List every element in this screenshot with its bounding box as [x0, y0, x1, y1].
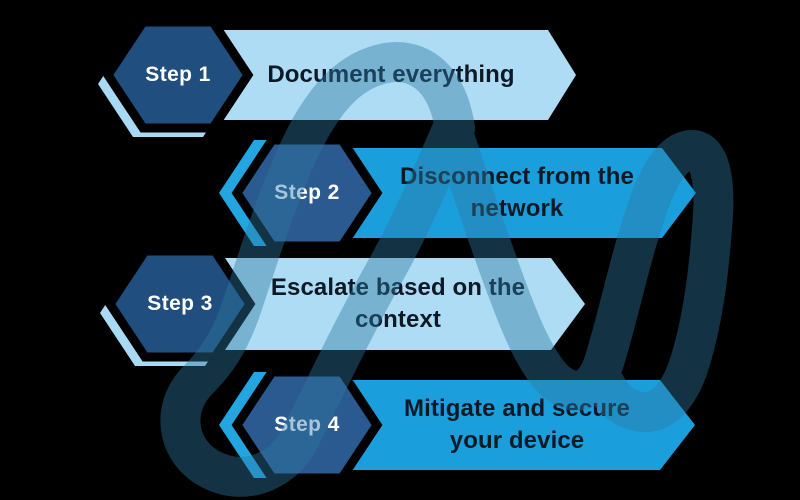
- step-4-banner: [340, 380, 695, 470]
- step-3-hexagon: [104, 246, 256, 362]
- step-4-title: Mitigate and secure your device: [404, 395, 630, 454]
- step-2-title: Disconnect from the network: [400, 163, 634, 222]
- step-2-hexagon: [231, 135, 383, 251]
- step-2-label: Step 2: [274, 181, 340, 204]
- step-1-title: Document everything: [267, 61, 515, 89]
- step-4-hexagon: [231, 367, 383, 483]
- step-1-hexagon: [102, 17, 254, 133]
- step-3-label: Step 3: [147, 292, 213, 315]
- step-4-label: Step 4: [274, 413, 340, 436]
- step-2-banner: [338, 148, 696, 238]
- step-3-banner: [212, 258, 585, 350]
- step-1-banner: [206, 30, 576, 120]
- step-1-label: Step 1: [145, 63, 211, 86]
- step-3-title: Escalate based on the context: [270, 274, 526, 333]
